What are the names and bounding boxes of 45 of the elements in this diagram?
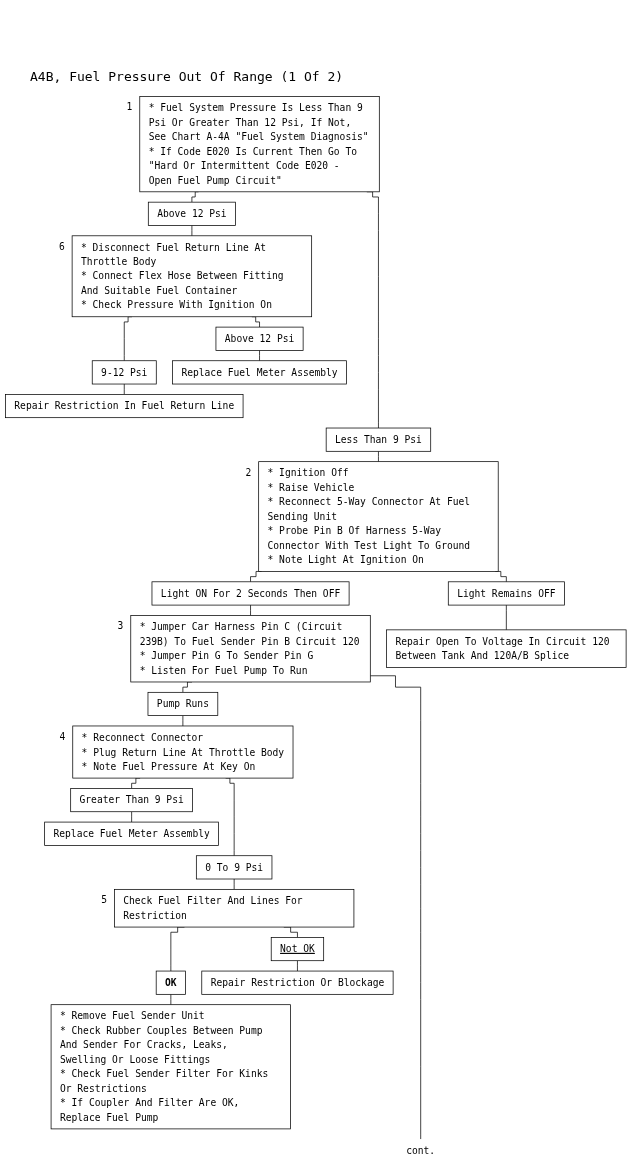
node-box: Pump Runs: [147, 691, 218, 716]
connector: [377, 450, 379, 463]
node-box: Light ON For 2 Seconds Then OFF: [151, 581, 350, 606]
connector: [369, 675, 421, 1140]
connector: [170, 993, 171, 1006]
node-box: * Fuel System Pressure Is Less Than 9 Psi Or Greater Than 12 Psi, If Not, See Chart A-4A "Fuel System Diagnosis" * If Code E020 Is Current Then Go To "Hard Or Intermittent Code E020 - Open Fuel Pump Circuit": [139, 96, 380, 193]
step-number: 3: [117, 620, 124, 632]
node-box: * Reconnect Connector * Plug Return Line At Throttle Body * Note Fuel Pressure At Key On: [72, 725, 294, 779]
node-box: Check Fuel Filter And Lines For Restriction: [113, 889, 354, 928]
connector: [296, 960, 298, 972]
node-box: OK: [155, 970, 186, 995]
node-box: Greater Than 9 Psi: [70, 788, 193, 813]
step-number: 1: [126, 101, 133, 113]
node-box: * Remove Fuel Sender Unit * Check Rubber Couples Between Pump And Sender For Cracks, Leaks, Swelling Or Loose Fittings * Check Fuel Sender Filter For Kinks Or Restrictions * If Coupler And Filter Are OK, Replace Fuel Pump: [50, 1004, 291, 1130]
step-number: 4: [59, 731, 66, 742]
connector: [123, 316, 132, 362]
node-box: Repair Restriction In Fuel Return Line: [4, 394, 244, 419]
node-box: Replace Fuel Meter Assembly: [171, 360, 347, 385]
connector: [233, 878, 235, 890]
node-box: Replace Fuel Meter Assembly: [44, 821, 219, 846]
node-box: Repair Restriction Or Blockage: [201, 970, 394, 995]
node-box: * Jumper Car Harness Pin C (Circuit 239B) To Fuel Sender Pin B Circuit 120 * Jumper Pin G To Sender Pin G * Listen For Fuel Pump To Run: [130, 615, 371, 683]
node-box: Above 12 Psi: [215, 326, 304, 351]
connector: [191, 191, 199, 203]
node-box: Not OK: [270, 937, 324, 962]
node-box: * Disconnect Fuel Return Line At Throttle Body * Connect Flex Hose Between Fitting And Suitable Fuel Container * Check Pressure With Ignition On: [71, 235, 312, 318]
connector: [505, 604, 507, 631]
connector: [131, 811, 132, 823]
connector: [191, 225, 192, 237]
step-number: 6: [58, 240, 65, 252]
connector: [258, 350, 260, 362]
connector: [249, 604, 251, 616]
step-number: 5: [100, 894, 107, 906]
node-box: * Ignition Off * Raise Vehicle * Reconnect 5-Way Connector At Fuel Sending Unit * Probe Pin B Of Harness 5-Way Connector With Test Light To Ground * Note Light At Ignition On: [258, 461, 499, 572]
node-box: Light Remains OFF: [447, 581, 565, 606]
node-box: Less Than 9 Psi: [325, 427, 431, 452]
node-box: 9-12 Psi: [91, 360, 157, 385]
connector: [123, 383, 125, 395]
node-box: Above 12 Psi: [147, 201, 236, 226]
node-box: 0 To 9 Psi: [195, 855, 273, 880]
step-number: 2: [245, 466, 251, 478]
diagram-title: A4B, Fuel Pressure Out Of Range (1 Of 2): [30, 68, 345, 85]
connector: [182, 715, 183, 727]
node-box: Repair Open To Voltage In Circuit 120 Between Tank And 120A/B Splice: [385, 629, 627, 668]
node-text: cont.: [405, 1145, 435, 1157]
